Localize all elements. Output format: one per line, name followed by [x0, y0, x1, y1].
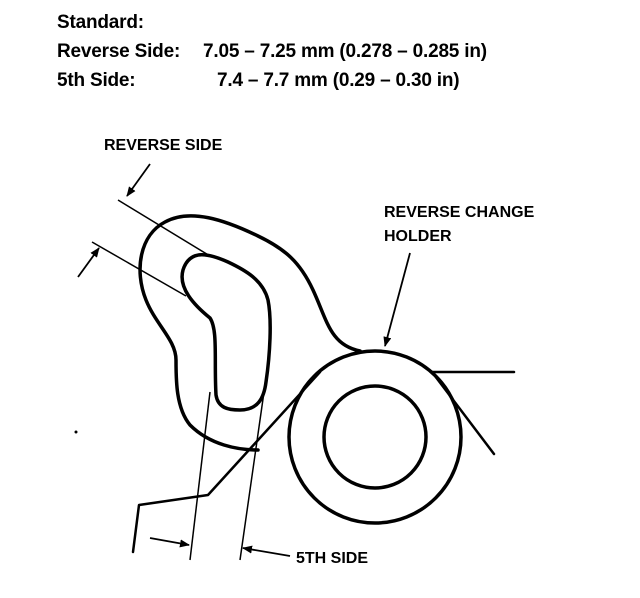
roller-outer-circle — [287, 349, 463, 525]
lever-plate-edge — [131, 370, 322, 554]
reverse-side-callout: REVERSE SIDE — [104, 137, 223, 154]
roller-inner-circle — [322, 384, 428, 490]
reverse-side-arrow-top — [126, 163, 151, 197]
fifth-side-arrow-left — [149, 537, 190, 548]
spec-reverse-side-label: Reverse Side: — [57, 41, 181, 62]
reverse-side-extension-outer — [117, 199, 211, 257]
spec-fifth-side-label: 5th Side: — [57, 70, 136, 91]
holder-outer-outline — [138, 214, 362, 452]
fifth-side-callout: 5TH SIDE — [296, 550, 368, 567]
reverse-side-arrow-bottom — [77, 247, 100, 278]
reverse-change-holder-leader — [383, 252, 411, 347]
reverse-side-extension-inner — [91, 241, 187, 297]
fifth-side-extension-right — [239, 391, 265, 561]
holder-inner-slot — [180, 253, 272, 412]
reverse-change-holder-callout-line2: HOLDER — [384, 228, 452, 245]
stray-dot — [74, 430, 78, 434]
fifth-side-arrow-right — [242, 545, 291, 557]
fifth-side-extension-left — [189, 391, 211, 561]
spec-fifth-side-value: 7.4 – 7.7 mm (0.29 – 0.30 in) — [217, 70, 460, 91]
spec-reverse-side-value: 7.05 – 7.25 mm (0.278 – 0.285 in) — [203, 41, 487, 62]
spec-heading: Standard: — [57, 12, 144, 33]
reverse-change-holder-callout-line1: REVERSE CHANGE — [384, 204, 535, 221]
roller-tangent-right — [430, 370, 496, 456]
